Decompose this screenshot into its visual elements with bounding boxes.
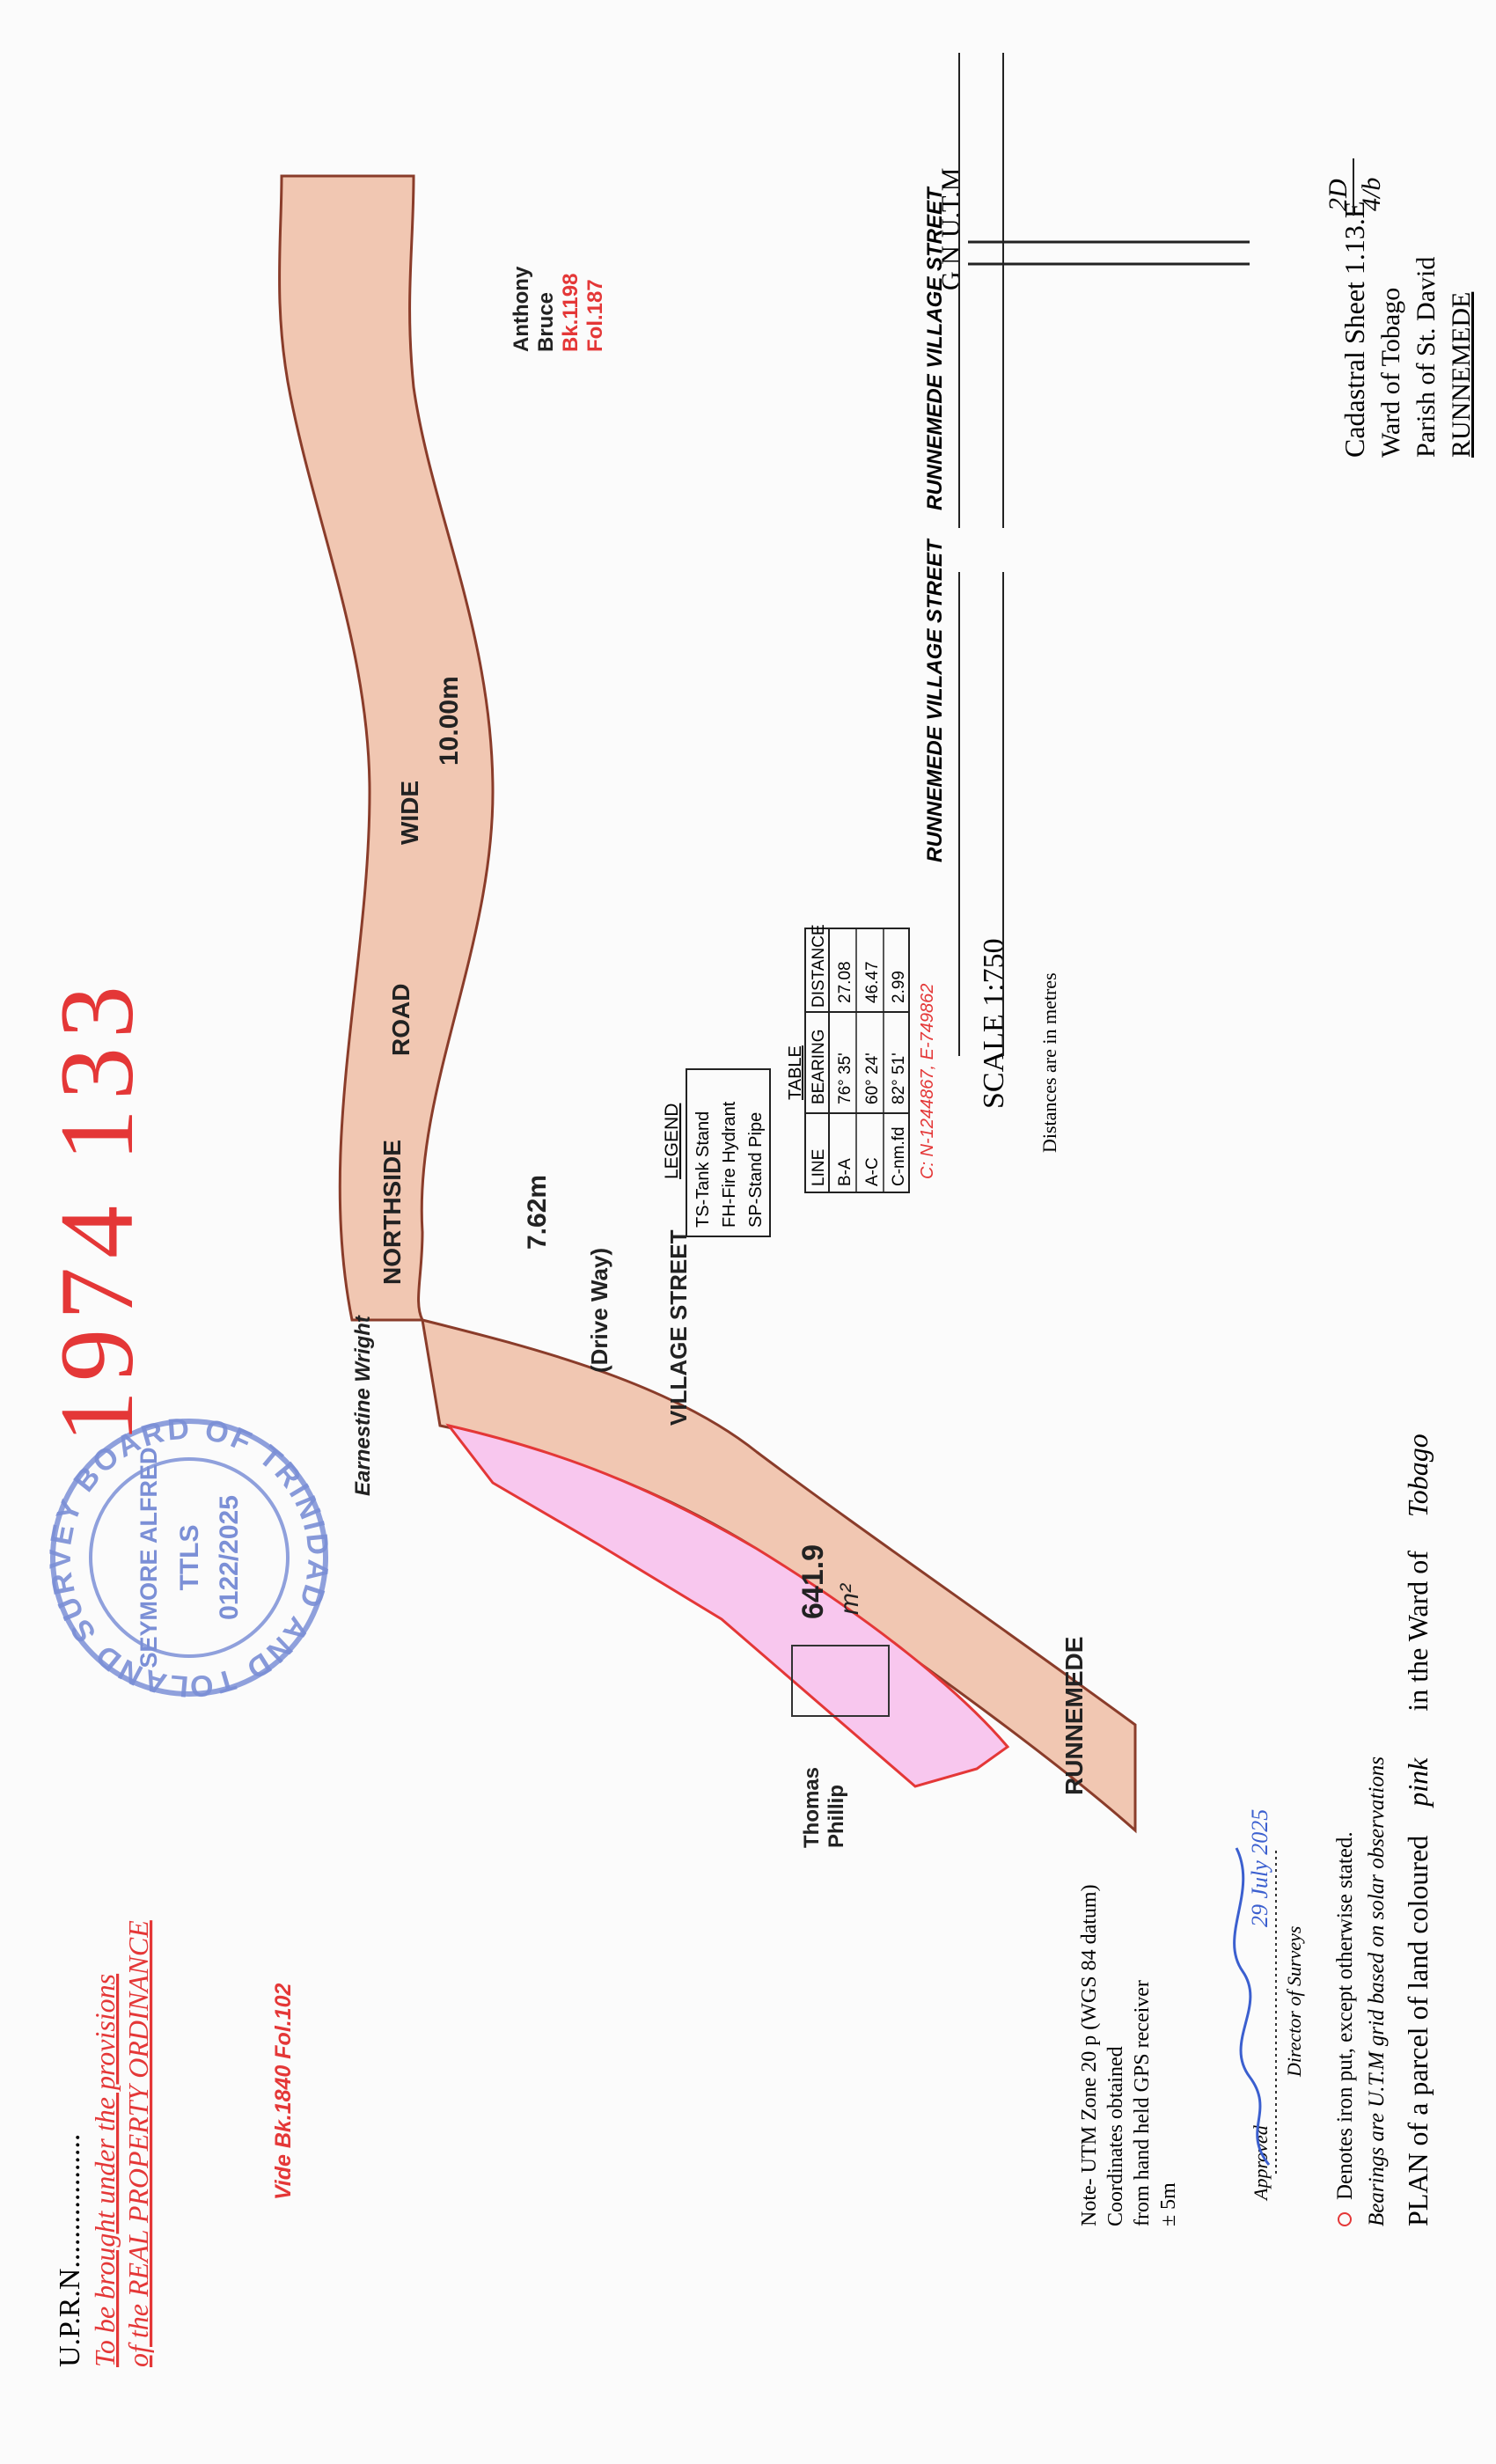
svg-text:27.08: 27.08 [836, 961, 854, 1003]
road-label-runnemede: RUNNEMEDE [1060, 1637, 1088, 1795]
northside-road [278, 174, 495, 1322]
svg-text:RUNNEMEDE VILLAGE STREET: RUNNEMEDE VILLAGE STREET [923, 538, 947, 862]
svg-text:RUNNEMEDE VILLAGE STREET: RUNNEMEDE VILLAGE STREET [923, 186, 947, 510]
road-label-village-street: VILLAGE STREET [665, 1229, 692, 1426]
svg-text:SP-Stand Pipe: SP-Stand Pipe [746, 1112, 766, 1228]
building-outline [791, 1645, 890, 1717]
svg-text:LAND SURVEY BOARD OF TRINIDAD: LAND SURVEY BOARD OF TRINIDAD AND TOBAGO [0, 1412, 335, 2464]
parcel-area: 641.9 [796, 1544, 830, 1619]
handwritten-plan-number: 1974 133 [38, 977, 155, 1443]
road-label-wide1: WIDE [396, 781, 423, 845]
iron-symbol [1338, 2212, 1352, 2226]
svg-text:60° 24': 60° 24' [863, 1052, 882, 1104]
svg-text:DISTANCE: DISTANCE [810, 924, 828, 1008]
plan-description: PLAN of a parcel of land coloured pink i… [1402, 1434, 1434, 2226]
stamp-ring-text: LAND SURVEY BOARD OF TRINIDAD AND TOBAGO [0, 1412, 335, 2464]
profile-1: RUNNEMEDE VILLAGE STREET [923, 538, 1004, 1056]
svg-text:BEARING: BEARING [810, 1029, 828, 1104]
svg-text:LEGEND: LEGEND [662, 1104, 682, 1179]
parcel-polygon [445, 1423, 1010, 1788]
svg-text:Ward of Tobago: Ward of Tobago [1376, 288, 1405, 458]
approval-date: 29 July 2025 [1247, 1809, 1272, 1927]
svg-text:PLAN of a parcel of land colou: PLAN of a parcel of land coloured pink i… [1402, 1434, 1434, 2226]
neighbour-thomas: Thomas [800, 1767, 824, 1848]
svg-text:A-C: A-C [863, 1157, 882, 1186]
brought-line2: of the REAL PROPERTY ORDINANCE [122, 1920, 154, 2367]
parcel-area-unit: m² [835, 1583, 864, 1615]
bearing-table: TABLE LINE BEARING DISTANCE B-A 76° 35' … [786, 924, 910, 1193]
svg-text:± 5m: ± 5m [1157, 2182, 1180, 2226]
stamp-number: 0122/2025 [215, 1495, 244, 1620]
svg-text:46.47: 46.47 [863, 961, 882, 1003]
svg-text:82° 51': 82° 51' [890, 1052, 908, 1104]
neighbour-bruce: Bruce [534, 292, 558, 352]
neighbour-phillip: Phillip [825, 1785, 848, 1848]
coordinates-note: C: N-1244867, E-749862 [918, 984, 937, 1179]
stamp-name: SEYMORE ALFRED [136, 1447, 162, 1668]
svg-text:from hand held GPS receiver: from hand held GPS receiver [1131, 1980, 1154, 2226]
neighbour-anthony: Anthony [510, 266, 533, 352]
scale: SCALE 1:750 [978, 938, 1010, 1109]
parcel: 641.9 m² [445, 1423, 1010, 1788]
svg-text:2.99: 2.99 [890, 971, 908, 1003]
svg-text:C-nm.fd: C-nm.fd [890, 1126, 908, 1186]
svg-text:G N: G N [936, 246, 965, 290]
svg-text:Cadastral Sheet 1.13.E: Cadastral Sheet 1.13.E [1338, 202, 1370, 458]
road-width-1: 10.00m [435, 676, 464, 766]
cadastral-block: Cadastral Sheet 1.13.E 2D 4/b Ward of To… [1324, 158, 1476, 458]
svg-text:FH-Fire Hydrant: FH-Fire Hydrant [720, 1101, 739, 1228]
road-width-2: 7.62m [523, 1175, 552, 1250]
road-label-road: ROAD [387, 984, 414, 1056]
gps-note: Note- UTM Zone 20 p (WGS 84 datum) Coord… [1078, 1884, 1180, 2226]
neighbour-earnestine: Earnestine Wright [351, 1315, 375, 1496]
uprn-label: U.P.R.N.................. [54, 2134, 86, 2367]
distances-note: Distances are in metres [1038, 972, 1060, 1153]
svg-text:LINE: LINE [810, 1149, 828, 1186]
svg-text:4/b: 4/b [1357, 178, 1386, 211]
svg-text:76° 35': 76° 35' [836, 1052, 854, 1104]
land-survey-board-stamp: LAND SURVEY BOARD OF TRINIDAD AND TOBAGO… [0, 1412, 335, 2464]
svg-text:RUNNEMEDE: RUNNEMEDE [1447, 292, 1476, 458]
svg-text:TABLE: TABLE [786, 1045, 805, 1100]
road-label-drive-way: (Drive Way) [586, 1248, 612, 1373]
director-signature [1233, 1847, 1271, 2166]
vide-reference: Vide Bk.1840 Fol.102 [271, 1983, 296, 2200]
svg-text:Note- UTM Zone 20 p (WGS 84 da: Note- UTM Zone 20 p (WGS 84 datum) [1078, 1884, 1101, 2226]
svg-text:U.T.M: U.T.M [936, 168, 965, 238]
road-label-northside: NORTHSIDE [378, 1140, 406, 1285]
svg-text:Coordinates obtained: Coordinates obtained [1104, 2046, 1127, 2226]
north-arrow: G N U.T.M [936, 168, 1250, 290]
legend: LEGEND TS-Tank Stand FH-Fire Hydrant SP-… [662, 1068, 771, 1237]
brought-line1: To be brought under the provisions [89, 1974, 121, 2367]
svg-text:B-A: B-A [836, 1158, 854, 1186]
neighbour-folio: Fol.187 [583, 279, 607, 352]
neighbour-book: Bk.1198 [559, 274, 583, 352]
profile-2: RUNNEMEDE VILLAGE STREET [923, 53, 1004, 528]
stamp-title: TTLS [175, 1525, 204, 1591]
director-label: Director of Surveys [1283, 1926, 1305, 2078]
bearings-note: Bearings are U.T.M grid based on solar o… [1365, 1756, 1389, 2226]
iron-note: Denotes iron put, except otherwise state… [1333, 1831, 1357, 2200]
svg-text:TS-Tank Stand: TS-Tank Stand [693, 1111, 713, 1228]
svg-text:Parish of St. David: Parish of St. David [1412, 257, 1441, 458]
svg-text:2D: 2D [1324, 179, 1353, 211]
